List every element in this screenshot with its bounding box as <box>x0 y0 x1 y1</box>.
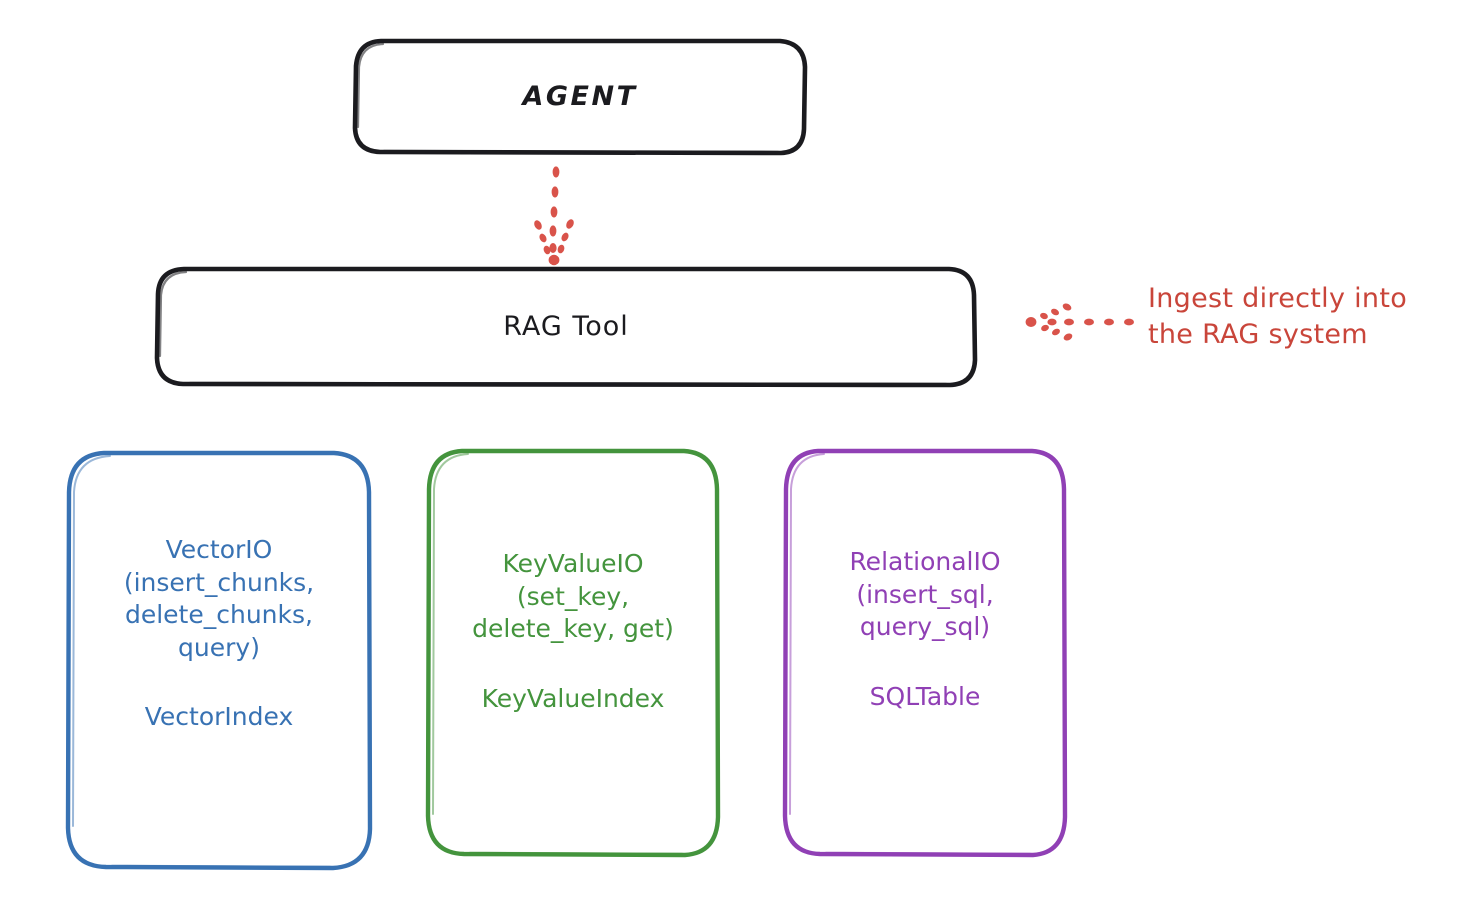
relational-io-node[interactable]: RelationalIO (insert_sql, query_sql) SQL… <box>785 450 1065 855</box>
rag-tool-label: RAG Tool <box>503 311 629 342</box>
agent-node[interactable]: AGENT <box>355 40 805 153</box>
vector-io-api-label: VectorIO (insert_chunks, delete_chunks, … <box>123 535 315 662</box>
rag-tool-node[interactable]: RAG Tool <box>157 268 975 385</box>
vector-io-node[interactable]: VectorIO (insert_chunks, delete_chunks, … <box>68 452 370 868</box>
vector-index-label: VectorIndex <box>144 702 294 731</box>
ingest-annotation-label: Ingest directly into the RAG system <box>1148 283 1408 350</box>
sql-table-label: SQLTable <box>869 681 981 711</box>
key-value-io-api-label: KeyValueIO (set_key, delete_key, get) <box>472 549 674 643</box>
ingest-to-rag-tool-arrow <box>1025 303 1134 341</box>
key-value-index-label: KeyValueIndex <box>481 683 665 713</box>
agent-to-rag-tool-arrow <box>534 166 574 266</box>
key-value-io-node[interactable]: KeyValueIO (set_key, delete_key, get) Ke… <box>428 450 718 855</box>
agent-label: AGENT <box>522 81 638 112</box>
relational-io-api-label: RelationalIO (insert_sql, query_sql) <box>849 547 1001 641</box>
